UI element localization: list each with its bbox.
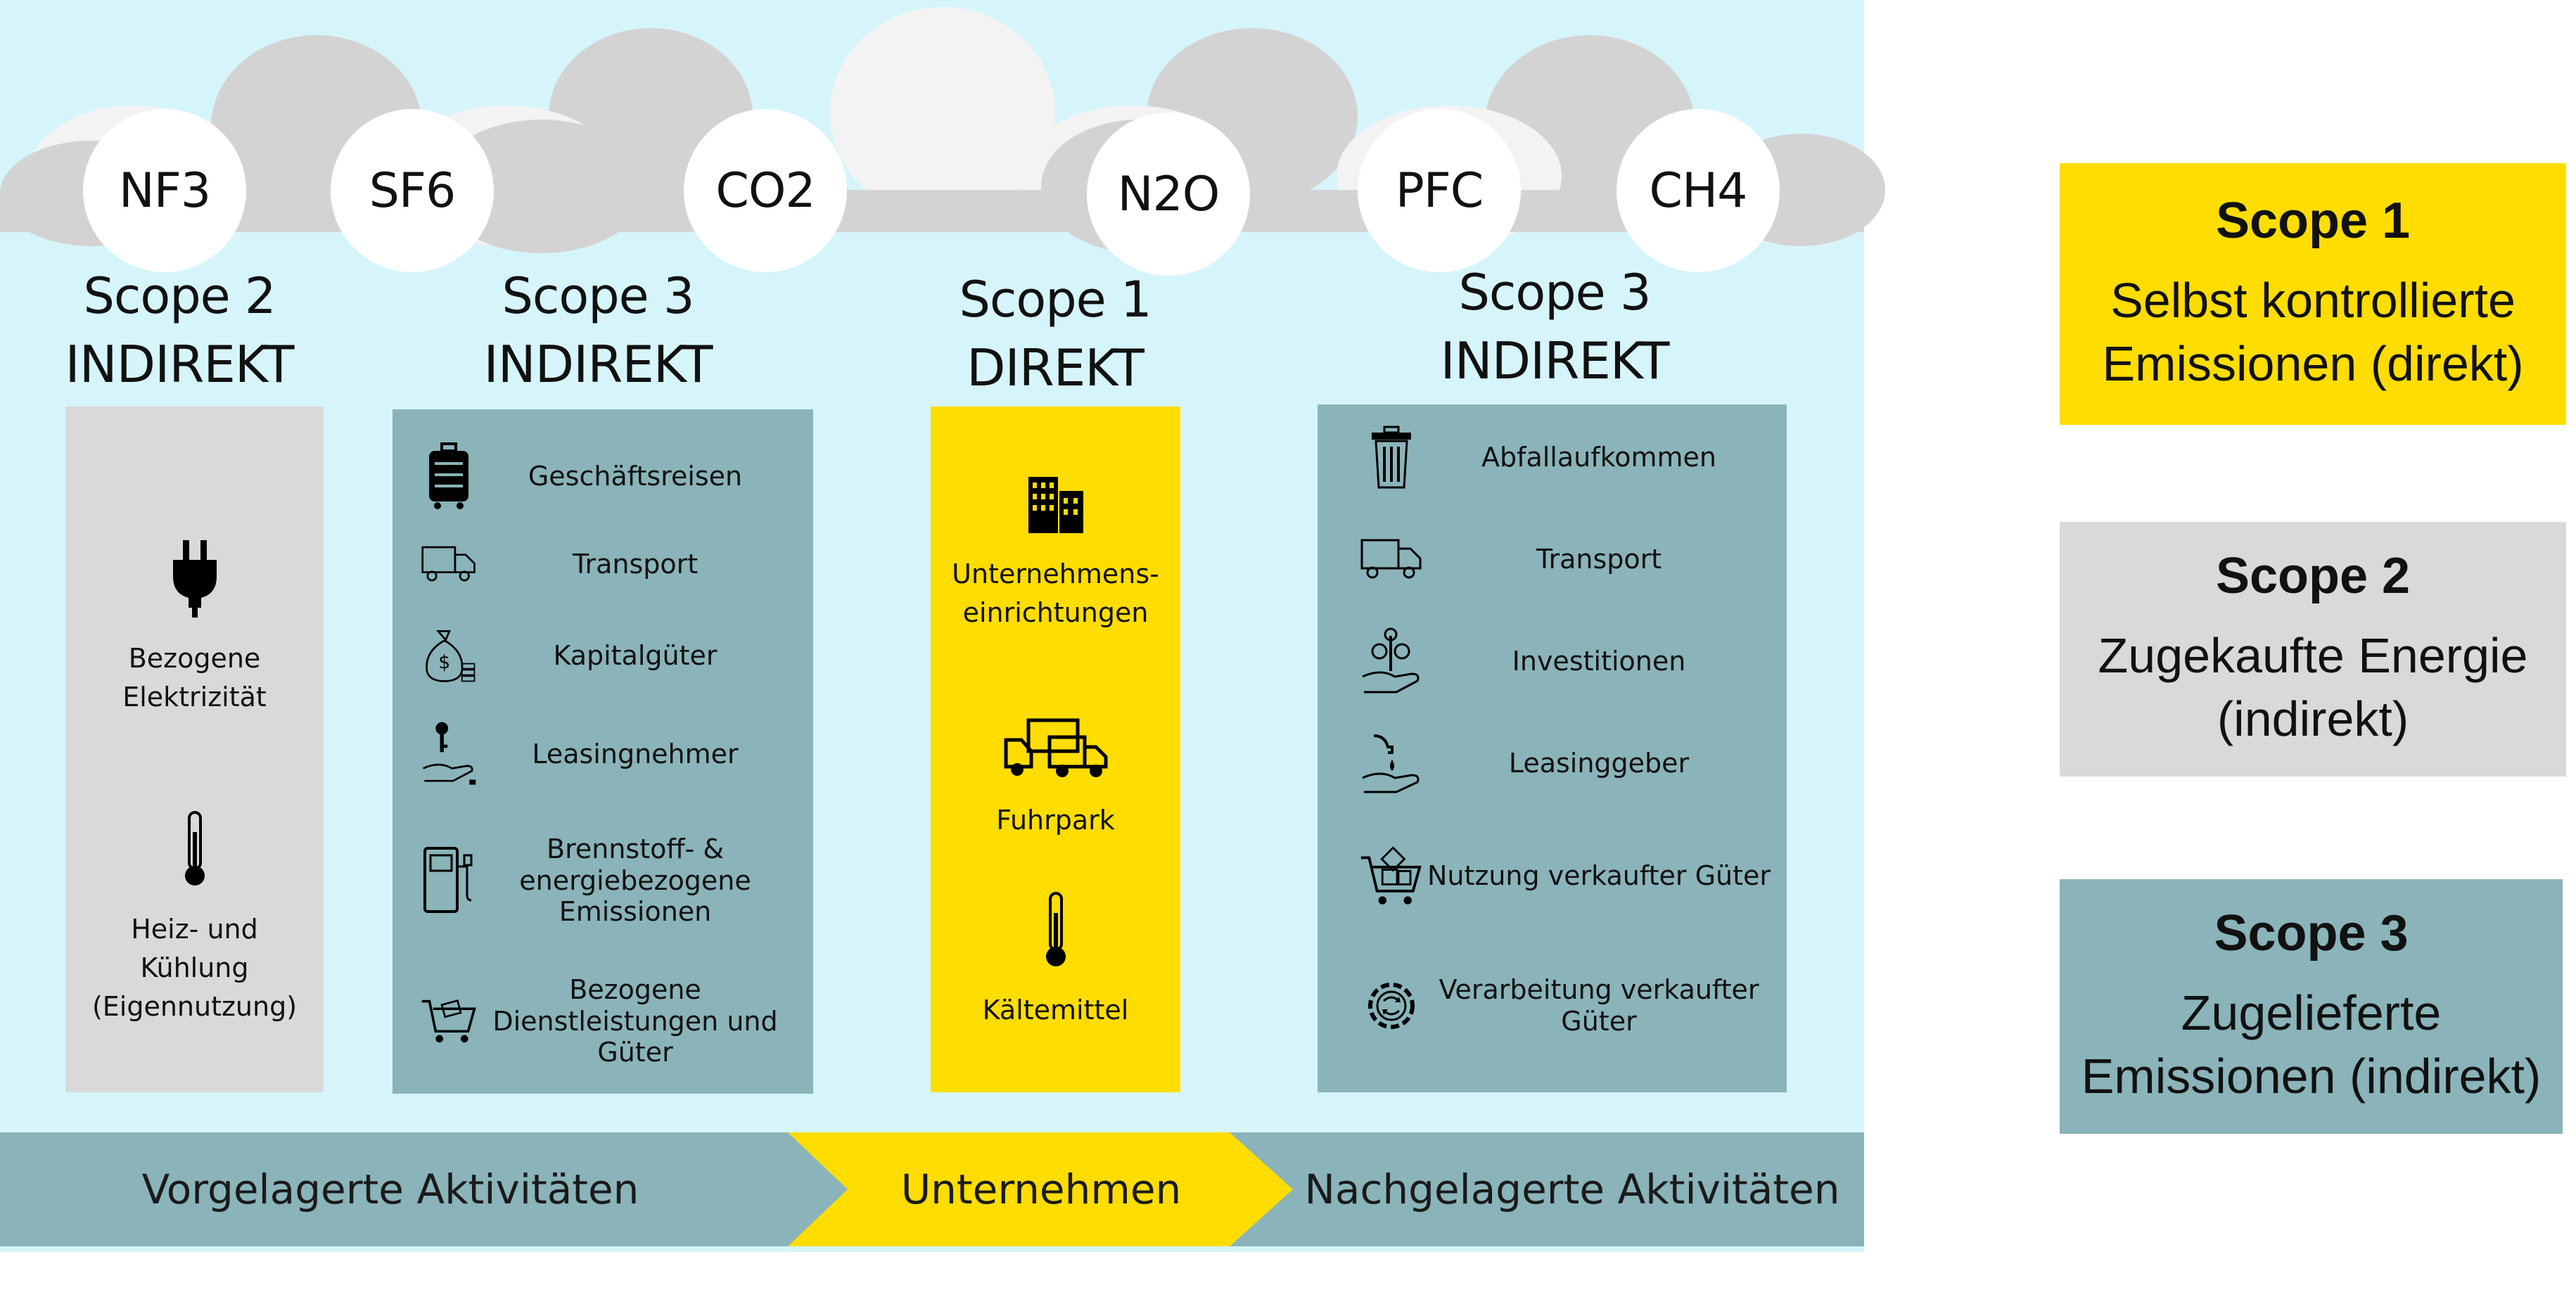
money-bag-icon: $ bbox=[421, 624, 477, 687]
item-label: Verarbeitung verkaufter Güter bbox=[1439, 974, 1759, 1037]
gear-cycle-icon bbox=[1360, 974, 1423, 1037]
scope-type: INDIREKT bbox=[483, 334, 713, 394]
truck-icon bbox=[421, 539, 477, 589]
scope3-down-item-lessor: Leasinggeber bbox=[1360, 724, 1775, 802]
legend-scope3: Scope 3 Zugelieferte Emissionen (indirek… bbox=[2060, 879, 2563, 1134]
legend-scope1: Scope 1 Selbst kontrollierte Emissionen … bbox=[2060, 163, 2566, 425]
scope-type: INDIREKT bbox=[65, 334, 295, 394]
scope3-up-item-purchased-services: Bezogene Dienstleistungen und Güter bbox=[421, 965, 793, 1078]
scope3-up-item-transport: Transport bbox=[421, 529, 793, 599]
svg-text:$: $ bbox=[438, 652, 450, 674]
company-arrow bbox=[788, 1132, 1293, 1246]
gas-bubble-nf3: NF3 bbox=[83, 109, 246, 272]
scope2-header: Scope 2 INDIREKT bbox=[42, 267, 317, 394]
item-label: Investitionen bbox=[1512, 645, 1686, 677]
legend-line: Emissionen (indirekt) bbox=[2081, 1049, 2542, 1104]
item-label: Kapitalgüter bbox=[553, 639, 718, 671]
item-label: Abfallaufkommen bbox=[1481, 441, 1717, 473]
legend-line: Zugelieferte bbox=[2181, 985, 2442, 1041]
item-label: Transport bbox=[1536, 543, 1662, 575]
fleet-trucks-icon bbox=[1003, 716, 1109, 783]
scope3-up-item-lessee: Leasingnehmer bbox=[421, 712, 793, 796]
scope-type: DIREKT bbox=[967, 338, 1144, 397]
item-label: Heiz- und Kühlung (Eigennutzung) bbox=[91, 914, 298, 1023]
legend-line: (indirekt) bbox=[2217, 691, 2409, 746]
item-label: Kältemittel bbox=[982, 995, 1129, 1026]
scope3-upstream-column: Geschäftsreisen Transport $ Kapitalgüter… bbox=[393, 409, 813, 1094]
hand-drop-icon bbox=[1360, 731, 1423, 795]
item-label: Transport bbox=[572, 548, 699, 580]
legend-line: Zugekaufte Energie bbox=[2098, 628, 2528, 684]
plant-hand-icon bbox=[1360, 626, 1423, 696]
scope3-down-item-investments: Investitionen bbox=[1360, 619, 1775, 703]
fuel-pump-icon bbox=[421, 845, 477, 916]
scope3-down-item-waste: Abfallaufkommen bbox=[1360, 419, 1775, 496]
scope3-downstream-column: Abfallaufkommen Transport Investitionen … bbox=[1318, 404, 1787, 1092]
truck-icon bbox=[1360, 535, 1423, 584]
upstream-activities-label: Vorgelagerte Aktivitäten bbox=[141, 1165, 639, 1213]
company-label: Unternehmen bbox=[900, 1165, 1182, 1213]
item-label: Geschäftsreisen bbox=[528, 460, 743, 492]
keys-hand-icon bbox=[421, 715, 477, 793]
item-label: Leasingnehmer bbox=[532, 738, 739, 769]
downstream-activities-label: Nachgelagerte Aktivitäten bbox=[1304, 1165, 1840, 1213]
gas-bubble-ch4: CH4 bbox=[1617, 109, 1780, 272]
trash-can-icon bbox=[1360, 426, 1423, 489]
scope3-down-item-processing-of-sold-goods: Verarbeitung verkaufter Güter bbox=[1360, 960, 1775, 1052]
scope-title: Scope 2 bbox=[83, 267, 276, 325]
scope2-item-electricity: Bezogene Elektrizität bbox=[65, 540, 324, 717]
scope-type: INDIREKT bbox=[1440, 331, 1670, 390]
cloud bbox=[830, 7, 1055, 218]
scope3-up-item-fuel-energy: Brennstoff- & energiebezogene Emissionen bbox=[421, 824, 793, 937]
scope1-header: Scope 1 DIREKT bbox=[914, 274, 1196, 397]
cloud bbox=[0, 190, 1864, 232]
legend-line: Selbst kontrollierte bbox=[2110, 273, 2516, 328]
thermometer-icon bbox=[1042, 892, 1070, 973]
scope3-upstream-header: Scope 3 INDIREKT bbox=[422, 267, 774, 394]
scope2-item-heating: Heiz- und Kühlung (Eigennutzung) bbox=[65, 811, 324, 1026]
legend-title: Scope 3 bbox=[2214, 905, 2409, 962]
scope1-item-facilities: Unternehmens-einrichtungen bbox=[931, 470, 1180, 632]
legend-line: Emissionen (direkt) bbox=[2102, 336, 2524, 391]
shopping-cart-icon bbox=[421, 993, 477, 1049]
legend-title: Scope 2 bbox=[2215, 548, 2411, 605]
gas-bubble-co2: CO2 bbox=[684, 109, 847, 272]
scope-title: Scope 3 bbox=[1458, 264, 1651, 321]
scope3-up-item-capital-goods: $ Kapitalgüter bbox=[421, 620, 793, 691]
item-label: Leasinggeber bbox=[1508, 747, 1690, 779]
plug-icon bbox=[170, 540, 219, 621]
item-label: Bezogene Dienstleistungen und Güter bbox=[492, 973, 778, 1068]
legend-description: Zugelieferte Emissionen (indirekt) bbox=[2081, 982, 2542, 1108]
item-label: Bezogene Elektrizität bbox=[122, 643, 267, 713]
scope3-down-item-transport: Transport bbox=[1360, 524, 1775, 594]
legend-title: Scope 1 bbox=[2215, 193, 2411, 250]
item-label: Nutzung verkaufter Güter bbox=[1427, 860, 1771, 891]
buildings-icon bbox=[1024, 470, 1088, 537]
scope3-downstream-header: Scope 3 INDIREKT bbox=[1379, 267, 1730, 390]
scope-title: Scope 3 bbox=[502, 267, 694, 325]
scope3-down-item-use-of-sold-goods: Nutzung verkaufter Güter bbox=[1360, 826, 1775, 925]
scope3-up-item-business-travel: Geschäftsreisen bbox=[421, 437, 793, 515]
item-label: Fuhrpark bbox=[996, 805, 1115, 836]
scope-title: Scope 1 bbox=[959, 271, 1152, 328]
item-label: Brennstoff- & energiebezogene Emissionen bbox=[519, 833, 751, 928]
gas-bubble-pfc: PFC bbox=[1358, 109, 1521, 272]
luggage-icon bbox=[421, 442, 477, 510]
thermometer-icon bbox=[181, 811, 209, 892]
scope1-item-fleet: Fuhrpark bbox=[931, 716, 1180, 840]
scope2-column: Bezogene Elektrizität Heiz- und Kühlung … bbox=[65, 407, 324, 1092]
legend-description: Selbst kontrollierte Emissionen (direkt) bbox=[2102, 269, 2523, 395]
gas-bubble-sf6: SF6 bbox=[331, 109, 494, 272]
gas-bubble-n2o: N2O bbox=[1087, 113, 1250, 276]
legend-description: Zugekaufte Energie (indirekt) bbox=[2098, 625, 2528, 750]
cart-boxes-icon bbox=[1360, 843, 1423, 909]
item-label: Unternehmens-einrichtungen bbox=[952, 558, 1159, 629]
scope1-item-refrigerant: Kältemittel bbox=[931, 892, 1180, 1030]
scope1-column: Unternehmens-einrichtungen Fuhrpark Kält… bbox=[931, 407, 1180, 1092]
legend-scope2: Scope 2 Zugekaufte Energie (indirekt) bbox=[2060, 522, 2566, 777]
